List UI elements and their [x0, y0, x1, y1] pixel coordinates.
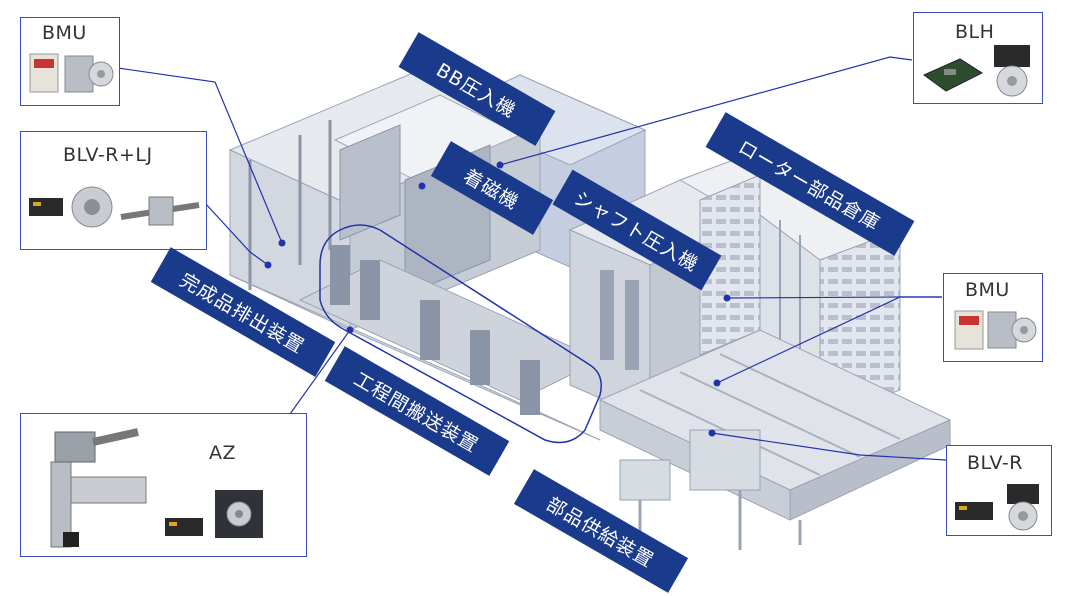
gear-motor-icon — [1007, 484, 1039, 531]
product-box-blv-r-lj: BLV-R+LJ — [20, 131, 207, 250]
driver-icon — [29, 198, 63, 216]
linear-head-icon — [120, 196, 200, 226]
transfer-zone-outline — [319, 224, 602, 444]
stepper-motor-icon — [215, 490, 263, 538]
product-title-bmu-top: BMU — [42, 22, 87, 44]
robot-arm-icon — [50, 428, 147, 548]
driver-board-icon — [923, 58, 984, 92]
driver-icon — [955, 502, 993, 520]
product-box-bmu-top: BMU — [20, 17, 120, 106]
driver-icon — [165, 518, 203, 536]
product-box-blv-r: BLV-R — [946, 445, 1052, 536]
gear-motor-icon — [64, 55, 114, 93]
product-box-bmu-right: BMU — [943, 273, 1043, 362]
gear-motor-icon — [987, 311, 1037, 349]
speed-controller-icon — [954, 310, 984, 350]
product-title-az: AZ — [209, 442, 237, 464]
product-title-blh: BLH — [955, 21, 995, 43]
motor-icon — [71, 186, 113, 228]
speed-controller-icon — [29, 53, 59, 93]
gear-motor-icon — [994, 45, 1030, 97]
parts-supply-conveyor — [598, 329, 952, 550]
product-box-blh: BLH — [913, 12, 1043, 104]
transfer-line — [229, 245, 602, 441]
product-box-az: AZ — [20, 413, 307, 557]
product-title-blv-r: BLV-R — [967, 452, 1023, 474]
product-title-bmu-right: BMU — [965, 279, 1010, 301]
product-title-blv-r-lj: BLV-R+LJ — [63, 144, 153, 166]
leader-lines — [117, 56, 947, 461]
leader-endpoints — [264, 161, 731, 437]
